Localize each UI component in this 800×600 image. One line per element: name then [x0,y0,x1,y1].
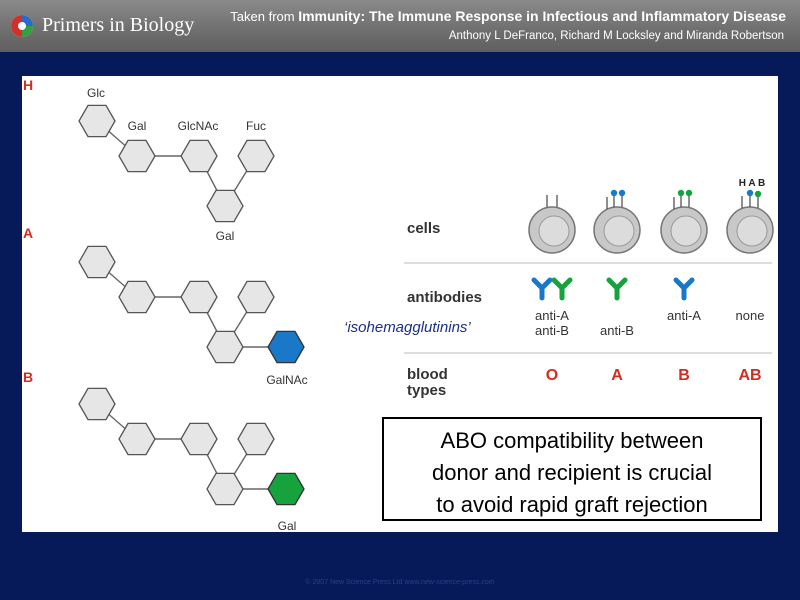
sugar-hexagon [78,387,116,421]
sugar-chain-b [78,387,305,506]
callout-line-2: donor and recipient is crucial [431,460,713,485]
isohemagglutinins-label: ‘isohemagglutinins’ [344,319,471,336]
antigen-head [677,189,685,197]
sugar-hexagon [118,280,156,314]
source-line: Taken from Immunity: The Immune Response… [230,8,786,24]
callout-line-3: to avoid rapid graft rejection [436,492,708,517]
antibody-icon [673,277,695,301]
sugar-hexagon [78,245,116,279]
sugar-hexagon [180,422,218,456]
authors: Anthony L DeFranco, Richard M Locksley a… [448,30,784,42]
hab-label: H A B [739,178,765,189]
logo-icon [11,15,33,37]
sugar-hexagon [206,330,244,364]
blood-type-label: B [678,367,690,384]
callout-line-1: ABO compatibility between [440,428,704,453]
row-label-blood: blood [407,366,448,383]
sugar-hexagon [206,189,244,223]
brand-title: Primers in Biology [42,14,195,36]
sugar-hexagon [180,139,218,173]
row-label-cells: cells [407,220,440,237]
label-fuc: Fuc [246,119,266,133]
antigen-head [685,189,693,197]
label-gal: Gal [128,119,147,133]
sugar-hexagon [78,104,116,138]
antibody-label: anti-A [535,308,569,323]
blood-type-label: O [546,367,558,384]
sugar-hexagon [237,280,275,314]
sugar-hexagon [206,472,244,506]
diagram-canvas: H A B Glc Gal GlcNAc Fuc Gal GalNAc Gal … [23,77,774,532]
antibody-icon [606,277,628,301]
blood-type-label: A [611,367,623,384]
source-prefix: Taken from [230,9,295,24]
antigen-head [618,189,626,197]
sugar-hexagon [237,139,275,173]
sugar-hexagon [118,139,156,173]
compatibility-callout: ABO compatibility between donor and reci… [382,417,762,521]
cell-inner [538,215,570,247]
label-gal-bottom: Gal [216,229,235,243]
group-letter-b: B [23,369,33,385]
sugar-chain-h [78,104,275,223]
terminal-sugar-hexagon [267,330,305,364]
antibody-label: anti-B [600,323,634,338]
group-letter-h: H [23,77,33,93]
terminal-sugar-hexagon [267,472,305,506]
label-glc: Glc [87,86,105,100]
antibody-label: anti-B [535,323,569,338]
label-galnac: GalNAc [266,373,307,387]
cell-inner [603,215,635,247]
header-bar: Primers in Biology Taken from Immunity: … [0,0,800,52]
antibody-label: none [736,308,765,323]
copyright-footer: © 2007 New Science Press Ltd www.new-sci… [305,579,495,586]
sugar-hexagon [180,280,218,314]
sugar-hexagon [118,422,156,456]
sugar-chain-a [78,245,305,364]
row-label-antibodies: antibodies [407,289,482,306]
label-gal-terminal: Gal [278,519,297,532]
antibody-icon [551,277,573,301]
sugar-hexagon [237,422,275,456]
content-panel: H A B Glc Gal GlcNAc Fuc Gal GalNAc Gal … [22,76,778,532]
row-label-types: types [407,382,446,399]
blood-type-label: AB [738,367,761,384]
antibody-label: anti-A [667,308,701,323]
antigen-head [754,190,762,198]
label-glcnac: GlcNAc [178,119,219,133]
antigen-head [746,189,754,197]
cell-inner [736,215,768,247]
book-title: Immunity: The Immune Response in Infecti… [298,8,786,24]
group-letter-a: A [23,225,33,241]
antigen-head [610,189,618,197]
antibody-icon [531,277,553,301]
cell-inner [670,215,702,247]
